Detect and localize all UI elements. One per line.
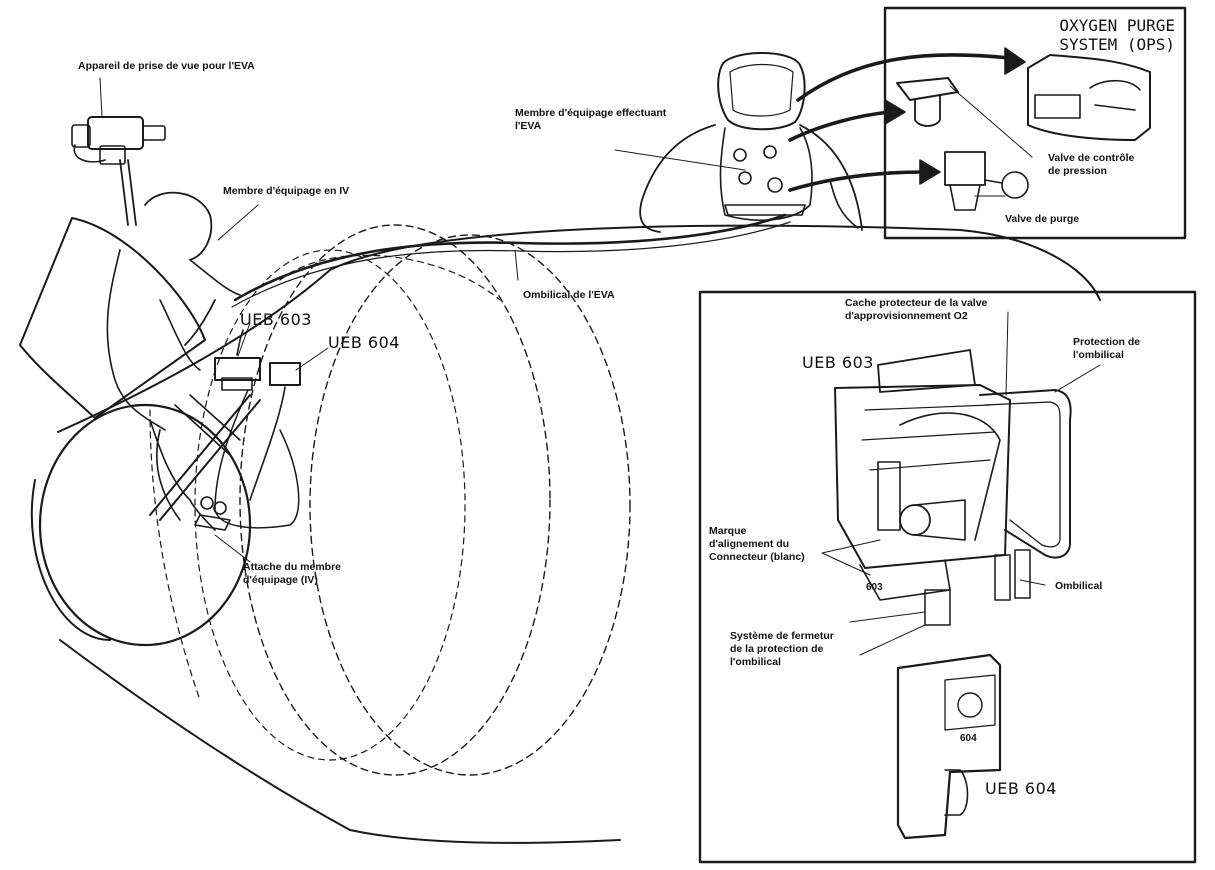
closure-system-label: Système de fermetur de la protection de … bbox=[730, 630, 834, 668]
eva-umbilical-label: Ombilical de l'EVA bbox=[523, 289, 615, 301]
eva-crew-member bbox=[639, 52, 863, 233]
ueb-603-label: UEB 603 bbox=[240, 310, 312, 329]
detail-ueb-604-label: UEB 604 bbox=[985, 779, 1057, 798]
iv-crew-member bbox=[106, 191, 241, 521]
ops-arrows bbox=[788, 47, 1026, 192]
plate-603-number: 603 bbox=[866, 582, 883, 593]
eva-camera bbox=[71, 116, 166, 226]
detail-ueb-603-label: UEB 603 bbox=[802, 353, 874, 372]
crew-tether bbox=[149, 394, 261, 531]
alignment-mark-label: Marque d'alignement du Connecteur (blanc… bbox=[709, 525, 805, 563]
iv-crew-label: Membre d'équipage en IV bbox=[223, 185, 350, 197]
ueb-604-label: UEB 604 bbox=[328, 333, 400, 352]
crew-tether-label: Attache du membre d'équipage (IV) bbox=[243, 561, 342, 586]
leader-lines bbox=[99, 77, 1101, 656]
detail-panel bbox=[698, 290, 1197, 864]
o2-valve-cover-label: Cache protecteur de la valve d'approvisi… bbox=[845, 297, 988, 322]
eva-crew-label: Membre d'équipage effectuant l'EVA bbox=[515, 107, 667, 132]
pressure-valve-label: Valve de contrôle de pression bbox=[1048, 152, 1135, 177]
ops-title: OXYGEN PURGE SYSTEM (OPS) bbox=[1059, 16, 1175, 54]
purge-valve-label: Valve de purge bbox=[1005, 213, 1080, 225]
plate-604-number: 604 bbox=[960, 733, 977, 744]
eva-camera-label: Appareil de prise de vue pour l'EVA bbox=[78, 60, 255, 72]
eva-umbilical bbox=[184, 213, 791, 346]
ueb-603-connector bbox=[214, 329, 261, 391]
airlock-tunnel bbox=[19, 217, 1101, 844]
ueb-604-connector bbox=[249, 362, 301, 501]
umbilical-label: Ombilical bbox=[1055, 580, 1103, 592]
tether-cable bbox=[214, 389, 300, 529]
umbilical-protection-label: Protection de l'ombilical bbox=[1073, 336, 1141, 361]
